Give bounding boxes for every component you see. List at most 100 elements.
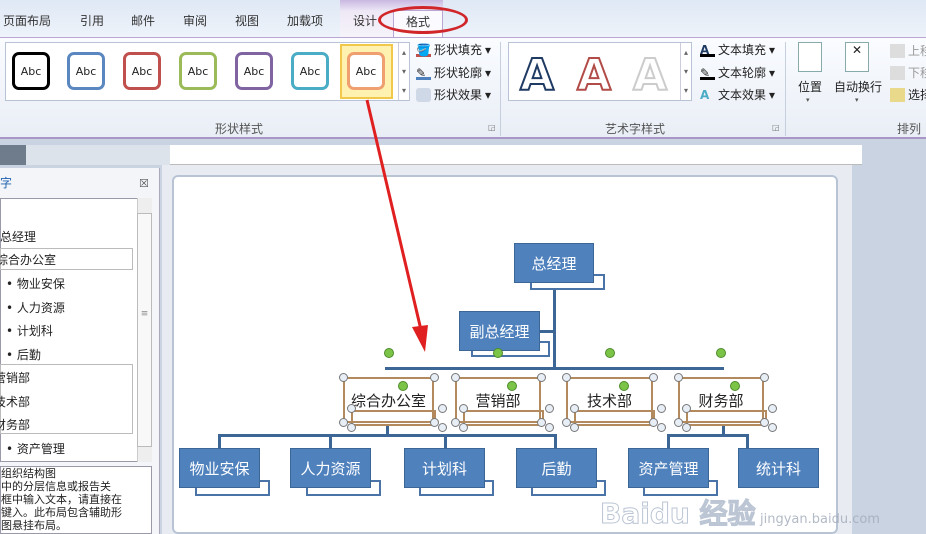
shape-style-7[interactable]: Abc xyxy=(347,52,385,90)
shape-outline-button[interactable]: ✎形状轮廓 ▾ xyxy=(416,65,492,80)
node-department[interactable]: 综合办公室 xyxy=(343,377,434,423)
tab-design[interactable]: 设计 xyxy=(353,14,378,28)
resize-handle[interactable] xyxy=(768,404,777,413)
shape-style-6[interactable]: Abc xyxy=(291,52,329,90)
rotate-handle[interactable] xyxy=(730,381,740,391)
resize-handle[interactable] xyxy=(682,423,691,432)
resize-handle[interactable] xyxy=(768,423,777,432)
node-department[interactable]: 财务部 xyxy=(678,377,764,423)
resize-handle[interactable] xyxy=(562,373,571,382)
horizontal-ruler[interactable] xyxy=(170,145,862,165)
send-backward-icon xyxy=(890,65,905,80)
scrollbar-thumb[interactable]: ≡ xyxy=(137,213,152,447)
tab-mailings[interactable]: 邮件 xyxy=(131,14,156,28)
resize-handle[interactable] xyxy=(430,418,439,427)
resize-handle[interactable] xyxy=(674,373,683,382)
resize-handle[interactable] xyxy=(339,418,348,427)
resize-handle[interactable] xyxy=(438,404,447,413)
resize-handle[interactable] xyxy=(459,404,468,413)
resize-handle[interactable] xyxy=(657,423,666,432)
tab-page-layout[interactable]: 页面布局 xyxy=(3,14,52,28)
resize-handle[interactable] xyxy=(451,418,460,427)
list-item[interactable]: • 计划科 xyxy=(6,324,53,338)
resize-handle[interactable] xyxy=(562,418,571,427)
resize-handle[interactable] xyxy=(760,418,769,427)
shape-fill-button[interactable]: 🪣形状填充 ▾ xyxy=(416,42,492,57)
rotate-handle[interactable] xyxy=(604,348,615,358)
wordart-style-3[interactable]: A xyxy=(632,49,668,102)
resize-handle[interactable] xyxy=(545,423,554,432)
resize-handle[interactable] xyxy=(657,404,666,413)
list-item[interactable]: • 物业安保 xyxy=(6,277,65,291)
list-item[interactable]: 技术部 xyxy=(0,395,31,409)
rotate-handle[interactable] xyxy=(716,348,726,358)
list-item[interactable]: • 人力资源 xyxy=(6,301,65,315)
tab-review[interactable]: 审阅 xyxy=(183,14,208,28)
resize-handle[interactable] xyxy=(537,418,546,427)
rotate-handle[interactable] xyxy=(507,381,517,391)
shape-style-3[interactable]: Abc xyxy=(123,52,161,90)
resize-handle[interactable] xyxy=(570,423,579,432)
rotate-handle[interactable] xyxy=(383,348,394,358)
node-bottom[interactable]: 统计科 xyxy=(738,448,819,488)
shape-effects-button[interactable]: 形状效果 ▾ xyxy=(416,86,491,103)
bring-forward-button[interactable]: 上移 xyxy=(890,42,926,59)
rotate-handle[interactable] xyxy=(397,381,408,391)
chevron-down-icon: ▾ xyxy=(806,96,810,104)
list-item[interactable]: 总经理 xyxy=(0,230,37,244)
node-department[interactable]: 技术部 xyxy=(566,377,653,423)
tab-addins[interactable]: 加载项 xyxy=(287,14,324,28)
rotate-handle[interactable] xyxy=(618,381,629,391)
resize-handle[interactable] xyxy=(682,404,691,413)
ruler-left xyxy=(26,145,170,165)
node-bottom[interactable]: 人力资源 xyxy=(290,448,371,488)
rotate-handle[interactable] xyxy=(493,348,503,358)
list-item[interactable]: 营销部 xyxy=(0,371,31,385)
dialog-launcher-icon[interactable]: ◲ xyxy=(772,123,780,132)
node-bottom[interactable]: 物业安保 xyxy=(179,448,260,488)
dialog-launcher-icon[interactable]: ◲ xyxy=(488,123,496,132)
resize-handle[interactable] xyxy=(451,373,460,382)
tab-view[interactable]: 视图 xyxy=(235,14,260,28)
shape-style-1[interactable]: Abc xyxy=(12,52,50,90)
close-icon[interactable]: ☒ xyxy=(139,177,149,190)
wordart-gallery-scroll[interactable]: ▴▾▾ xyxy=(680,43,691,100)
gallery-scroll[interactable]: ▴▾▾ xyxy=(398,43,409,100)
text-outline-button[interactable]: ✎文本轮廓 ▾ xyxy=(700,65,776,80)
resize-handle[interactable] xyxy=(459,423,468,432)
shape-style-5[interactable]: Abc xyxy=(235,52,273,90)
resize-handle[interactable] xyxy=(438,423,447,432)
text-wrap-button[interactable]: 自动换行 xyxy=(834,80,883,94)
resize-handle[interactable] xyxy=(545,404,554,413)
resize-handle[interactable] xyxy=(674,418,683,427)
node-bottom[interactable]: 计划科 xyxy=(404,448,485,488)
node-bottom[interactable]: 资产管理 xyxy=(628,448,709,488)
resize-handle[interactable] xyxy=(347,404,356,413)
wordart-style-1[interactable]: A xyxy=(519,49,555,102)
resize-handle[interactable] xyxy=(339,373,348,382)
resize-handle[interactable] xyxy=(347,423,356,432)
list-item[interactable]: • 后勤 xyxy=(6,348,41,362)
resize-handle[interactable] xyxy=(649,418,658,427)
send-backward-button[interactable]: 下移 xyxy=(890,64,926,81)
node-general-manager[interactable]: 总经理 xyxy=(514,243,594,283)
list-item[interactable]: 财务部 xyxy=(0,418,31,432)
wordart-style-2[interactable]: A xyxy=(576,49,612,102)
tab-references[interactable]: 引用 xyxy=(80,14,105,28)
resize-handle[interactable] xyxy=(760,373,769,382)
shape-style-4[interactable]: Abc xyxy=(179,52,217,90)
resize-handle[interactable] xyxy=(570,404,579,413)
node-deputy-manager[interactable]: 副总经理 xyxy=(459,311,540,351)
list-item[interactable]: 综合办公室 xyxy=(0,253,57,267)
node-department[interactable]: 营销部 xyxy=(455,377,541,423)
resize-handle[interactable] xyxy=(430,373,439,382)
list-item[interactable]: • 资产管理 xyxy=(6,442,65,456)
shape-style-2[interactable]: Abc xyxy=(67,52,105,90)
node-bottom[interactable]: 后勤 xyxy=(516,448,597,488)
resize-handle[interactable] xyxy=(537,373,546,382)
resize-handle[interactable] xyxy=(649,373,658,382)
position-button[interactable]: 位置 xyxy=(798,80,823,94)
selection-pane-button[interactable]: 选择 xyxy=(890,86,926,103)
